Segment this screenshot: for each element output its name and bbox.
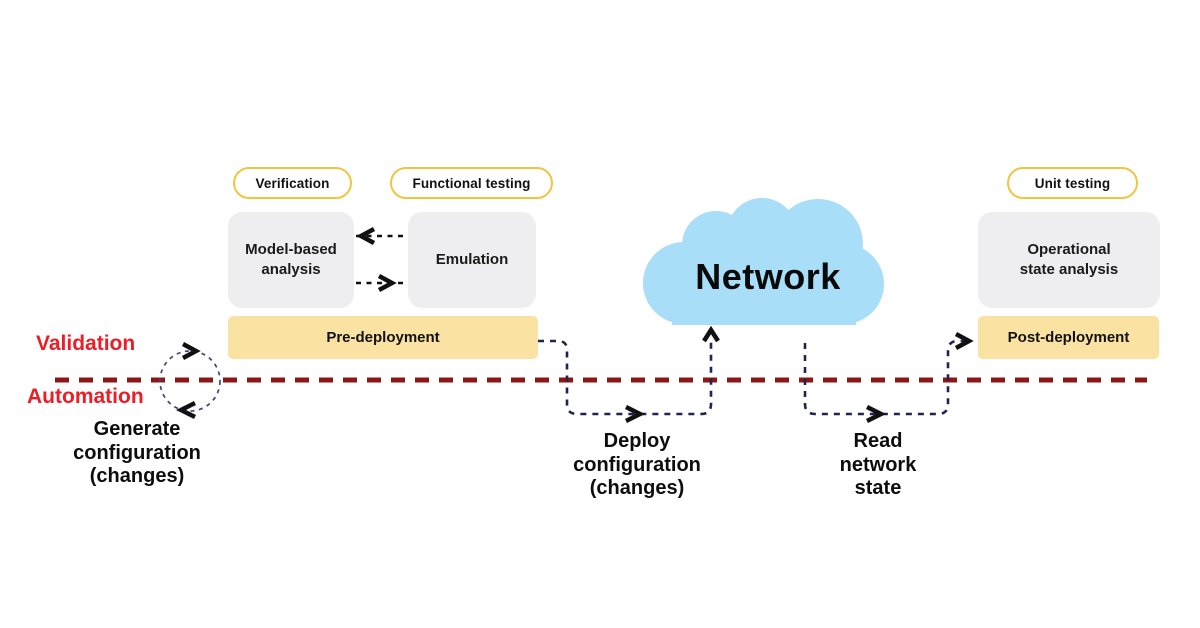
pill-verification: Verification [233, 167, 352, 199]
cloud-network-label: Network [695, 256, 841, 297]
read-flow-arrowhead-icon [865, 404, 887, 424]
label-deploy-configuration: Deploy configuration (changes) [573, 430, 701, 499]
read-flow-path [803, 339, 964, 416]
post-deployment-arrowhead-icon [954, 332, 974, 350]
pill-functional-testing: Functional testing [390, 167, 553, 199]
loop-arrow-top-icon [181, 342, 201, 360]
label-generate-configuration: Generate configuration (changes) [73, 418, 201, 487]
model-to-emulation-arrowhead-icon [377, 274, 397, 292]
emulation-to-model-arrowhead-icon [356, 227, 376, 245]
cloud-up-arrowhead-icon [702, 325, 720, 343]
box-emulation: Emulation [408, 212, 536, 308]
deploy-flow-path [538, 339, 713, 416]
deploy-flow-arrowhead-icon [624, 404, 646, 424]
label-read-network-state: Read network state [839, 430, 917, 499]
box-operational-state-analysis: Operational state analysis [978, 212, 1160, 308]
bar-post-deployment: Post-deployment [978, 316, 1159, 359]
label-automation: Automation [27, 385, 144, 408]
loop-cycle-icon [159, 350, 221, 412]
cloud-icon [643, 198, 884, 325]
pill-unit-testing: Unit testing [1007, 167, 1138, 199]
bar-pre-deployment: Pre-deployment [228, 316, 538, 359]
label-validation: Validation [36, 332, 136, 355]
loop-arrow-bottom-icon [175, 400, 197, 420]
box-model-based-analysis: Model-based analysis [228, 212, 354, 308]
